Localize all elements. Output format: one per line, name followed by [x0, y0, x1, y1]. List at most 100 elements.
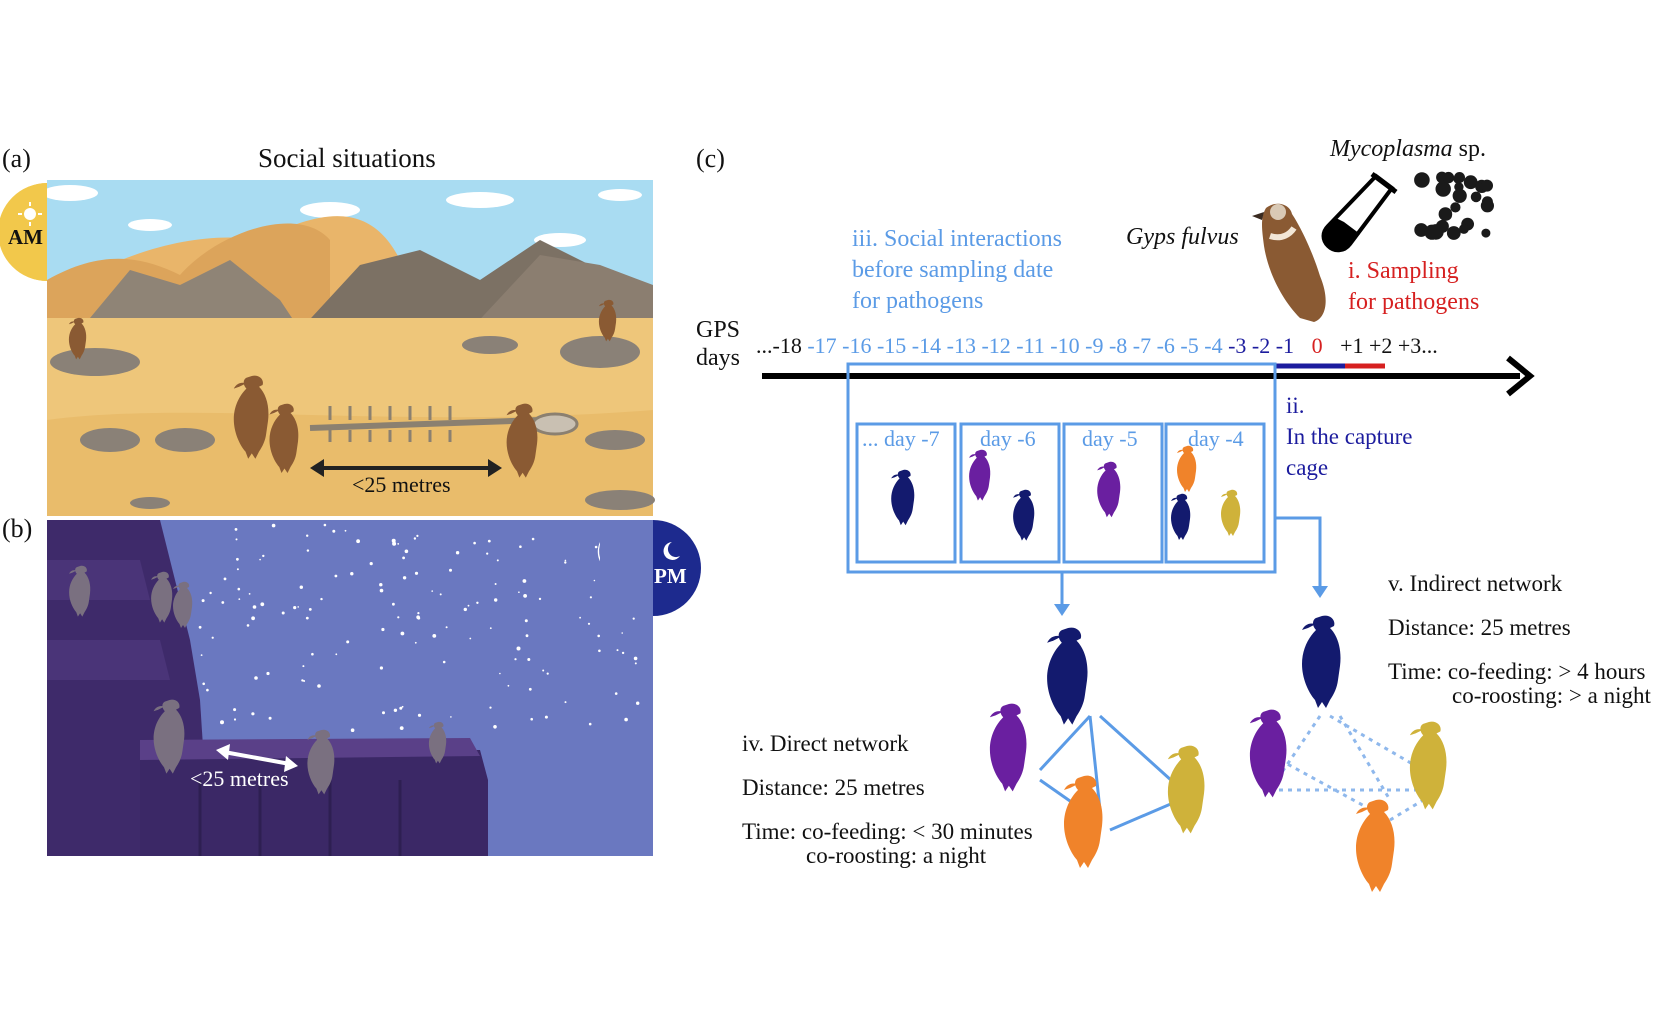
star [442, 660, 446, 664]
day-box-5 [1062, 422, 1164, 564]
mycoplasma-cell [1481, 228, 1491, 238]
vulture-icon [1171, 493, 1191, 540]
star [268, 716, 272, 720]
indirect-network-graph [1249, 615, 1447, 892]
direct-network-text: iv. Direct network Distance: 25 metres T… [742, 731, 1033, 869]
panel-a-title: Social situations [258, 143, 436, 173]
mycoplasma-cell [1452, 188, 1467, 203]
timeline-arrowhead [1506, 355, 1535, 397]
panel-a-label: (a) [2, 144, 31, 173]
indirect-network-time-1: Time: co-feeding: > 4 hours [1388, 659, 1646, 685]
star [281, 611, 285, 615]
star [369, 562, 373, 566]
day-distance-arrow [310, 459, 502, 477]
sampling-label: i. Sampling for pathogens [1348, 256, 1479, 318]
night-distance-arrow [216, 744, 298, 772]
star [311, 652, 314, 656]
mycoplasma-cell [1463, 175, 1478, 190]
star [417, 612, 420, 615]
star [414, 641, 417, 644]
social-interactions-label: iii. Social interactions before sampling… [852, 224, 1062, 317]
mycoplasma-cell [1442, 171, 1455, 184]
star [251, 712, 255, 716]
vulture-icon [1097, 461, 1121, 518]
mycoplasma-cell [1480, 199, 1494, 213]
star [198, 625, 202, 629]
star [494, 598, 498, 602]
panel-c-label: (c) [696, 144, 725, 173]
mycoplasma-cell [1414, 172, 1430, 188]
star [306, 534, 309, 537]
star [236, 568, 239, 571]
timeline-sampling-day: 0 [1311, 333, 1323, 358]
pathogen-label: Mycoplasma sp. [1330, 136, 1486, 163]
star [235, 538, 238, 541]
star [308, 608, 312, 611]
day-box-label: day -5 [1082, 426, 1138, 451]
star [614, 692, 618, 695]
gps-days-label: GPS days [696, 316, 740, 372]
vulture-icon [891, 469, 915, 526]
day-box-4 [1164, 422, 1266, 564]
star [262, 554, 265, 558]
star [401, 705, 404, 708]
direct-network-title: iv. Direct network [742, 731, 909, 756]
star [499, 672, 501, 675]
mycoplasma-cell [1446, 226, 1461, 240]
star [260, 602, 265, 607]
timeline-lead: ...-18 [756, 333, 802, 358]
star [399, 706, 403, 710]
star [391, 538, 396, 543]
star [323, 523, 327, 527]
capture-line-2: In the capture [1286, 424, 1413, 449]
star [588, 722, 592, 726]
star [399, 726, 404, 730]
day-box-label: day -6 [980, 426, 1036, 451]
star [416, 534, 419, 538]
star [293, 606, 297, 610]
mycoplasma-cell [1450, 202, 1461, 213]
star [223, 577, 227, 581]
star [530, 717, 533, 721]
star [404, 549, 409, 554]
star [206, 688, 209, 692]
star [266, 671, 270, 676]
star [392, 602, 395, 606]
pathogen-name: Mycoplasma [1330, 136, 1453, 162]
star [344, 529, 347, 532]
star [238, 598, 241, 600]
star [332, 529, 336, 533]
star [402, 556, 405, 560]
star [209, 591, 212, 595]
star [598, 649, 601, 653]
star [392, 541, 397, 546]
star [463, 607, 467, 612]
star [476, 601, 479, 604]
star [248, 593, 251, 595]
star [519, 545, 522, 548]
star [432, 634, 437, 638]
star [393, 708, 398, 712]
star [469, 637, 472, 640]
timeline-tail: +1 +2 +3... [1340, 333, 1438, 358]
star [234, 528, 238, 531]
star [579, 616, 581, 619]
social-line-2: before sampling date [852, 257, 1054, 283]
star [350, 572, 354, 576]
star [527, 658, 531, 661]
star [379, 588, 384, 593]
star [233, 718, 237, 721]
test-tube-icon [1321, 172, 1398, 253]
star [616, 649, 619, 652]
star [397, 616, 400, 619]
star [516, 646, 521, 651]
star [445, 626, 448, 629]
indirect-network-distance: Distance: 25 metres [1388, 615, 1571, 641]
day-box-label: ... day -7 [862, 426, 940, 451]
star [564, 561, 567, 564]
vulture-icon [1013, 489, 1035, 541]
star [317, 684, 321, 688]
star [211, 636, 214, 639]
star [593, 579, 596, 582]
